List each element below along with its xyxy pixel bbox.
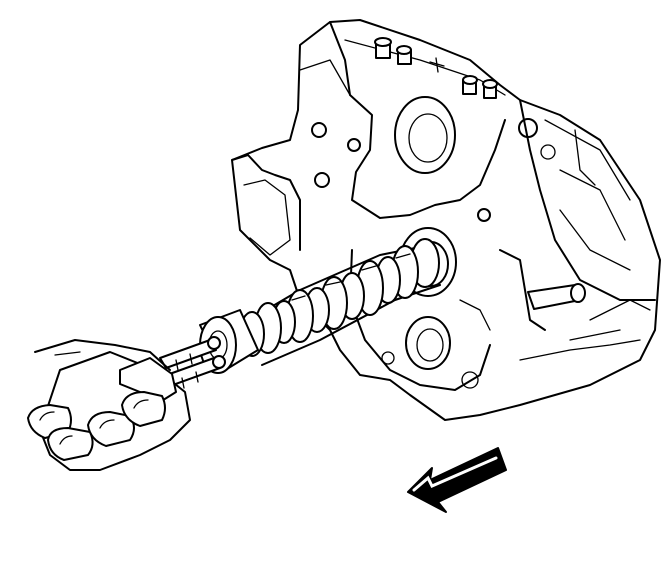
direction-arrow [407,447,507,513]
top-bolts [374,37,498,99]
hand [27,339,191,471]
camshaft [199,238,441,374]
engine-block [231,19,661,421]
removal-tool [159,336,226,389]
